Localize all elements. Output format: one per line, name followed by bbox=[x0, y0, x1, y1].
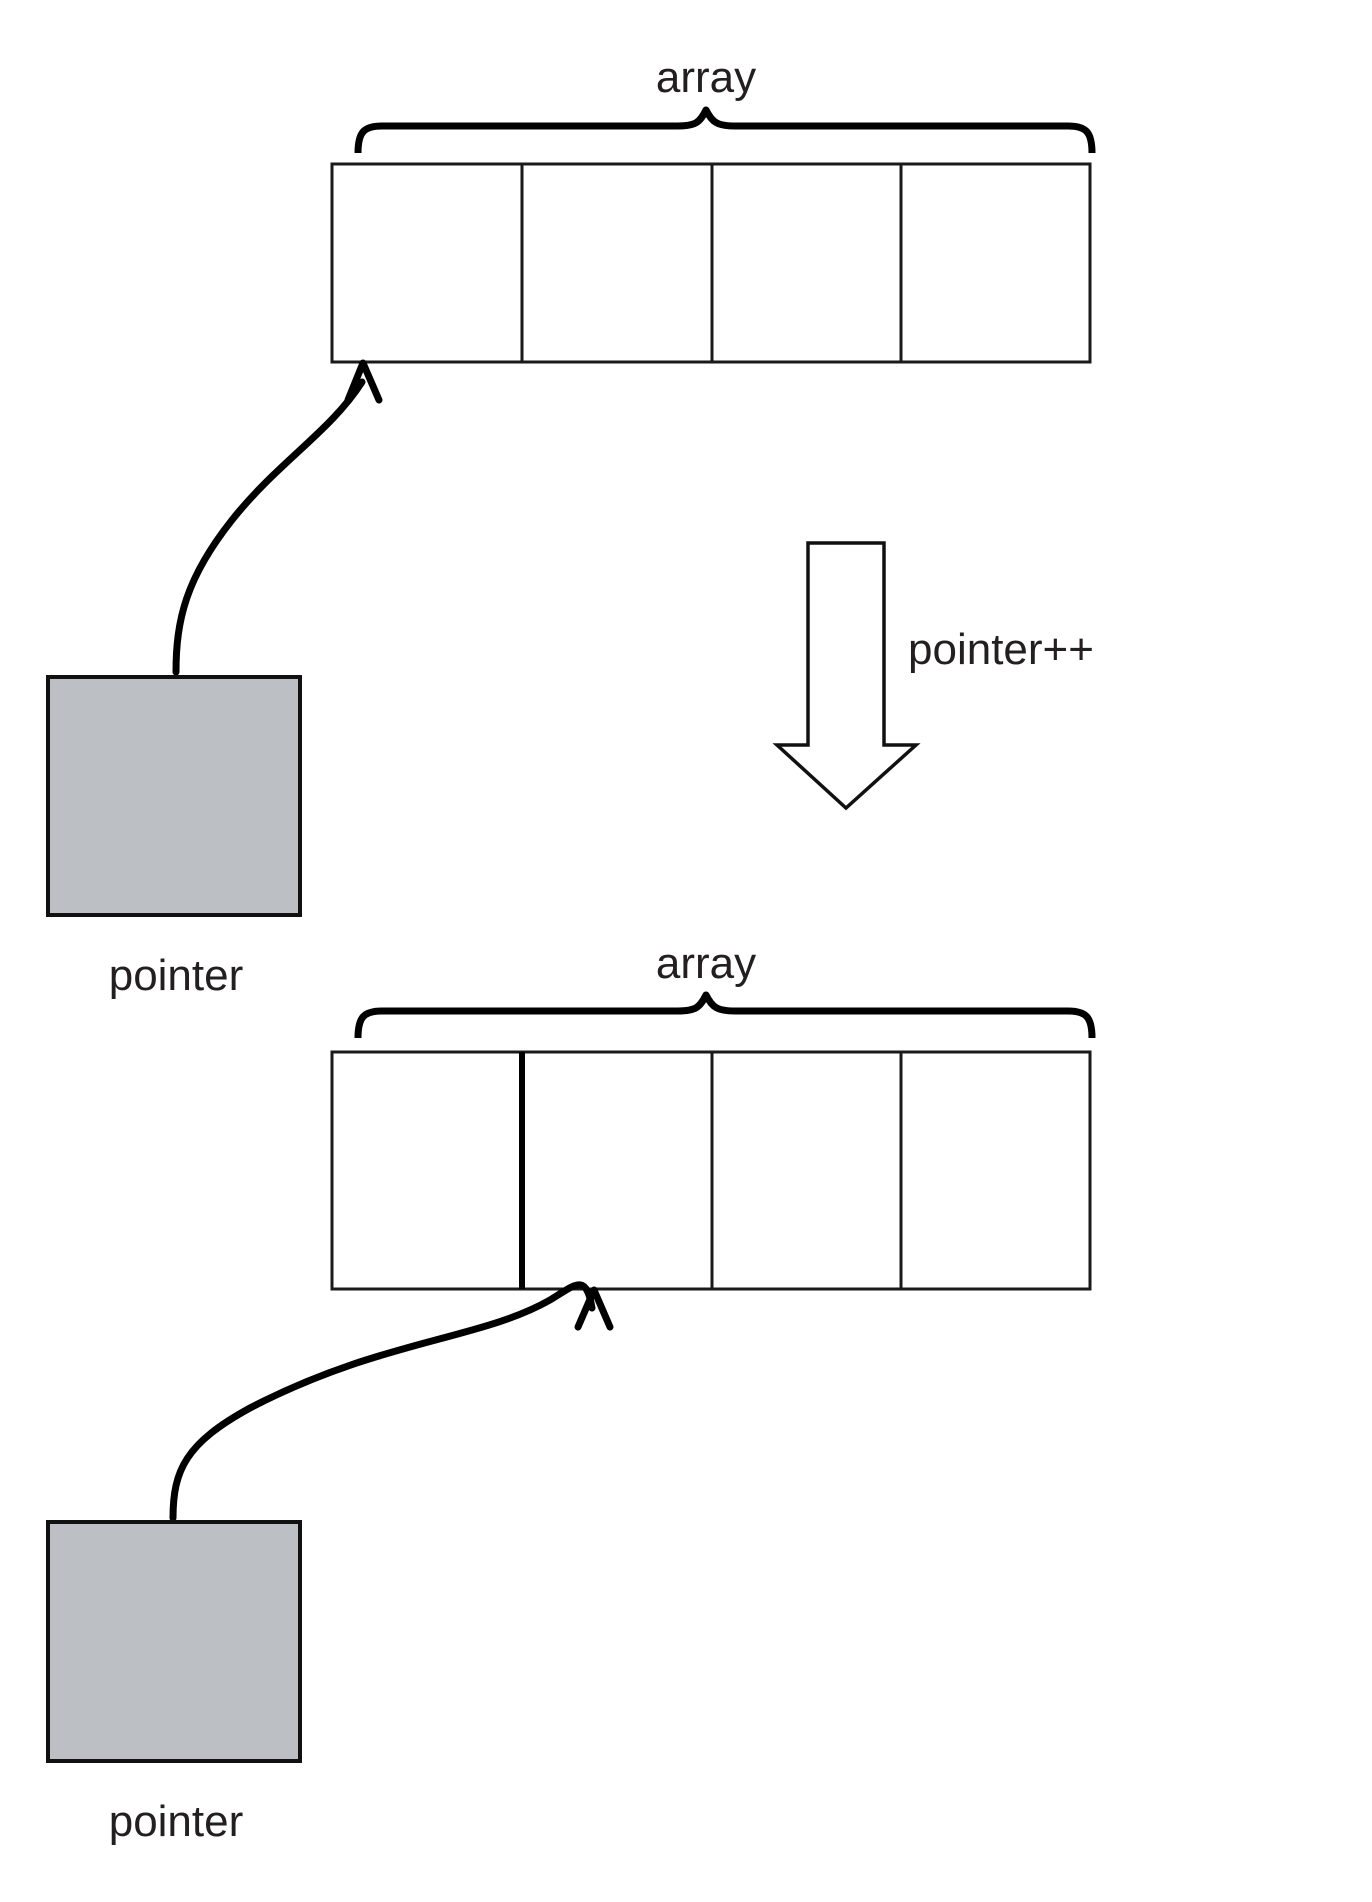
array-brace-bottom bbox=[354, 991, 1096, 1039]
pointer-increment-arrow bbox=[772, 541, 921, 811]
array-bottom bbox=[330, 1050, 1092, 1291]
array-brace-top bbox=[354, 106, 1096, 154]
pointer-box-top bbox=[46, 675, 302, 917]
array-label-top: array bbox=[656, 53, 756, 102]
pointer-label-bottom: pointer bbox=[109, 1797, 244, 1846]
pointer-box-bottom bbox=[46, 1520, 302, 1763]
pointer-arrow-top bbox=[172, 359, 383, 676]
pointer-label-top: pointer bbox=[109, 951, 244, 1000]
pointer-increment-label: pointer++ bbox=[908, 625, 1094, 674]
array-label-bottom: array bbox=[656, 939, 756, 988]
pointer-arrow-bottom bbox=[169, 1281, 614, 1522]
array-top bbox=[330, 162, 1092, 364]
